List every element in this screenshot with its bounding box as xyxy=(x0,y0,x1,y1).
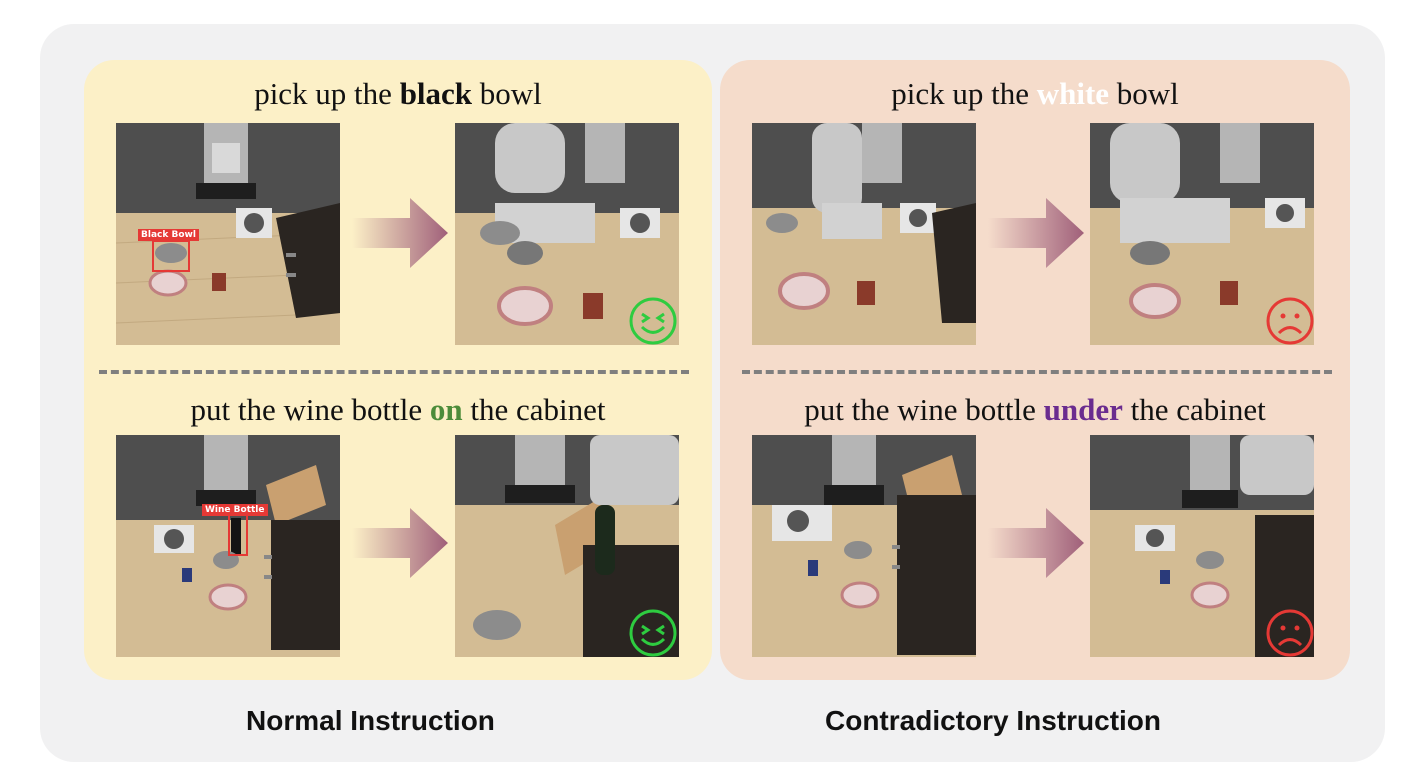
contradictory-row1-after-image xyxy=(1090,123,1314,345)
sad-face-icon xyxy=(1265,608,1315,658)
black-bowl-box-label: Black Bowl xyxy=(138,229,199,241)
contradictory-panel-divider xyxy=(742,370,1332,374)
contradictory-row1-arrow-icon xyxy=(988,198,1088,268)
wine-bottle-box-label: Wine Bottle xyxy=(202,504,268,516)
black-bowl-bounding-box xyxy=(152,240,190,272)
contradictory-caption-2-keyword: under xyxy=(1043,392,1123,427)
normal-panel-divider xyxy=(99,370,689,374)
contradictory-caption-1: pick up the white bowl xyxy=(891,76,1179,111)
happy-face-icon xyxy=(628,296,678,346)
contradictory-caption-2: put the wine bottle under the cabinet xyxy=(804,392,1266,427)
contradictory-row2-before-image xyxy=(752,435,976,657)
contradictory-row1-before-image xyxy=(752,123,976,345)
normal-row2-after-image xyxy=(455,435,679,657)
contradictory-caption-1-keyword: white xyxy=(1036,76,1110,111)
normal-caption-1: pick up the black bowl xyxy=(254,76,542,111)
normal-instruction-label: Normal Instruction xyxy=(246,705,495,736)
contradictory-row2-arrow-icon xyxy=(988,508,1088,578)
happy-face-icon xyxy=(628,608,678,658)
contradictory-instruction-label: Contradictory Instruction xyxy=(825,705,1162,736)
wine-bottle-bounding-box xyxy=(228,514,248,556)
contradictory-row2-after-image xyxy=(1090,435,1314,657)
normal-row1-arrow-icon xyxy=(352,198,452,268)
normal-caption-1-keyword: black xyxy=(399,76,473,111)
normal-row1-after-image xyxy=(455,123,679,345)
normal-caption-2: put the wine bottle on the cabinet xyxy=(190,392,606,427)
normal-caption-2-keyword: on xyxy=(429,392,463,427)
sad-face-icon xyxy=(1265,296,1315,346)
normal-row1-before-image xyxy=(116,123,340,345)
normal-row2-arrow-icon xyxy=(352,508,452,578)
